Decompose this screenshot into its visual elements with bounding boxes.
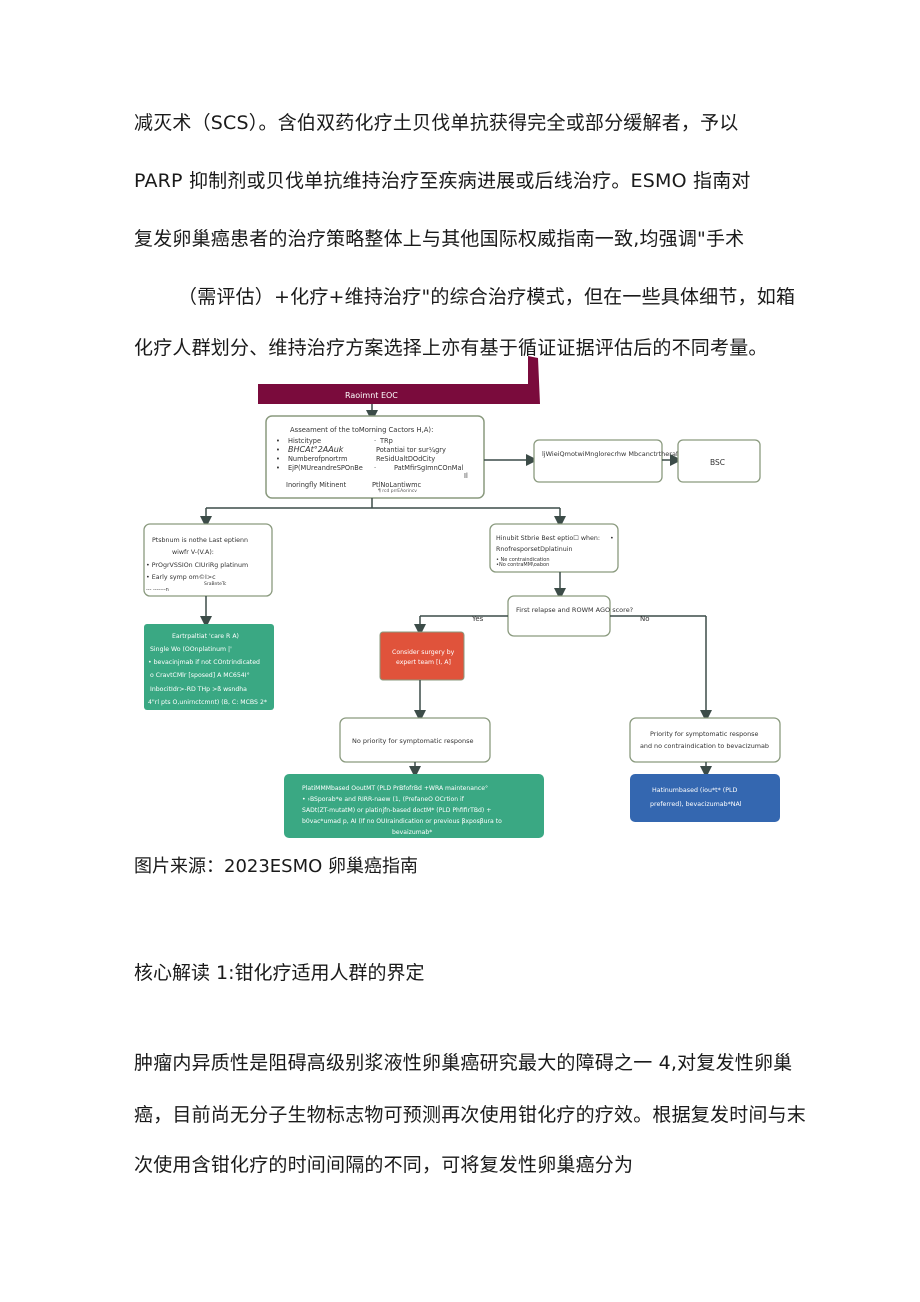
assessment-footer-left: Inoringfly Mitinent [286,481,347,489]
palliative-line: • bevacinjmab if not COntrindicated [148,659,260,666]
palliative-line: Eartrpaltiat 'care R A) [172,633,239,640]
assessment-bullet: • [276,455,280,463]
section-heading: 核心解读 1:钳化疗适用人群的界定 [134,962,425,984]
assessment-dash: · [374,464,376,472]
top-label: Raoimnt EOC [345,391,398,400]
assessment-left-item: Histcitype [288,437,321,445]
priority-box [629,717,781,763]
paragraph-1-line-3: 复发卵巢癌患者的治疗策略整体上与其他国际权威指南一致,均强调"手术 [134,228,745,250]
assessment-right-item: Potantiai tor sur¼gry [376,446,446,454]
assessment-bullet: • [276,446,280,454]
assessment-footer-right: PtlNoLantiwmc [372,481,421,489]
assessment-right-item: PatMfirSgImnCOnMal [394,464,463,472]
palliative-line: 4"rl pts O,unirnctcmnt) (B, C: MCBS 2* [148,699,267,706]
no-label: No [640,615,650,623]
priority-line: Priority for symptomatic response [650,730,758,738]
platinum-right-line: • Ne contraindication [496,557,550,563]
first-relapse-box [507,595,611,637]
top-maroon-bar [258,356,540,404]
platinum-right-line: •No contraMM\oabon [496,562,549,568]
platinum-right-line: RnofresporsetDplatinuin [496,546,573,553]
maintenance-line: PlatiMMMbased OoutMT (PLD PrBfofrBd +WRA… [302,784,488,792]
bsc-option-box [533,439,663,483]
platinum-best-option-box [489,523,619,573]
bsc-box [677,439,761,483]
assessment-box [265,415,485,499]
maintenance-line: b0vac*umad p, AI (If no OUIraindication … [302,818,502,825]
paragraph-2-line-2: 癌，目前尚无分子生物标志物可预测再次使用钳化疗的疗效。根据复发时间与末 [134,1104,807,1126]
assessment-left-item: EjP(MUreandreSPOnBe [288,464,363,472]
platinum-left-line: Ptsbnum is nothe Last eptienn [152,537,248,544]
maintenance-line: SADt(ZT-mutatM) or platinjfn-based doctM… [302,807,491,814]
maintenance-line: bevaizumab* [392,829,432,836]
platinum-left-line: • PrOgrVSSIOn CIUriRg platinum [146,562,248,569]
assessment-bullet: • [276,437,280,445]
platinum-not-option-box [143,523,273,597]
first-relapse-text: First relapse and ROWM AGO score? [516,606,633,614]
assessment-footer-right-under: ¶ rcd prrEAorincv [378,488,417,494]
assessment-left-item: BHCAt°2AAuk [288,445,344,454]
palliative-line: o CravtCMlr [sposed] A MC654I° [150,671,250,679]
yes-label: Yes [471,615,484,623]
paragraph-1-line-1: 减灭术（SCS）。含伯双药化疗土贝伐单抗获得完全或部分缓解者，予以 [134,112,739,134]
priority-line: and no contraindication to bevacizumab [640,742,769,750]
paragraph-1-line-4: （需评估）+化疗+维持治疗"的综合治疗模式，但在一些具体细节，如箱 [178,286,796,308]
bevacizumab-line: Hatinumbased (iou*t* (PLD [652,787,738,794]
palliative-care-box [144,624,274,710]
platinum-right-bullet: • [610,535,614,542]
platinum-left-line: SraBnteTc [204,581,227,587]
consider-surgery-box [379,631,465,681]
platinum-right-line: Hinubit Stbrie Best eptio☐ when: [496,535,600,542]
no-priority-text: No priority for symptomatic response [352,737,473,745]
surgery-line: Consider surgery by [392,649,455,656]
bsc-label: BSC [710,458,725,467]
paragraph-2-line-1: 肿瘤内异质性是阻碍高级别浆液性卵巢癌研究最大的障碍之一 4,对复发性卵巢 [134,1052,793,1074]
paragraph-1-line-2: PARP 抑制剂或贝伐单抗维持治疗至疾病进展或后线治疗。ESMO 指南对 [134,170,751,192]
assessment-footer-mark: Il [464,472,468,480]
maintenance-line: • ›BSporab*e and RIRR-naew (1, (PrefaneO… [302,796,465,803]
assessment-dash: · [374,437,376,445]
figure-caption: 图片来源：2023ESMO 卵巢癌指南 [134,856,419,877]
assessment-bullet: • [276,464,280,472]
platinum-maintenance-box [284,774,544,838]
platinum-left-line: --- -------n [146,587,169,593]
platinum-left-line: • Early symp om©I>c [146,573,216,581]
bsc-option-text: ljWieiQmotwiMnglorecrhw Mbcanctrtheraflt… [542,450,687,458]
surgery-line: expert team [I, A] [396,659,451,666]
assessment-title: Asseament of the toMorning Cactors H,A): [290,426,433,434]
palliative-line: InbocitIdr>-RD THp >ß wsndha [150,686,247,693]
paragraph-2-line-3: 次使用含钳化疗的时间间隔的不同，可将复发性卵巢癌分为 [134,1154,634,1176]
assessment-right-item: ReSidUaltDOdCity [376,455,435,463]
platinum-left-line: wiwfr V-(V.A): [172,549,214,556]
assessment-right-item: TRp [379,437,393,445]
paragraph-1-line-5: 化疗人群划分、维持治疗方案选择上亦有基于循证证据评估后的不同考量。 [134,337,768,359]
bevacizumab-box [630,774,780,822]
assessment-left-item: Numberofpnortrm [288,455,347,463]
palliative-line: Single Wo (OOnplatinum |' [150,646,232,653]
bevacizumab-line: preferred), bevacizumab*NAl [650,801,742,808]
